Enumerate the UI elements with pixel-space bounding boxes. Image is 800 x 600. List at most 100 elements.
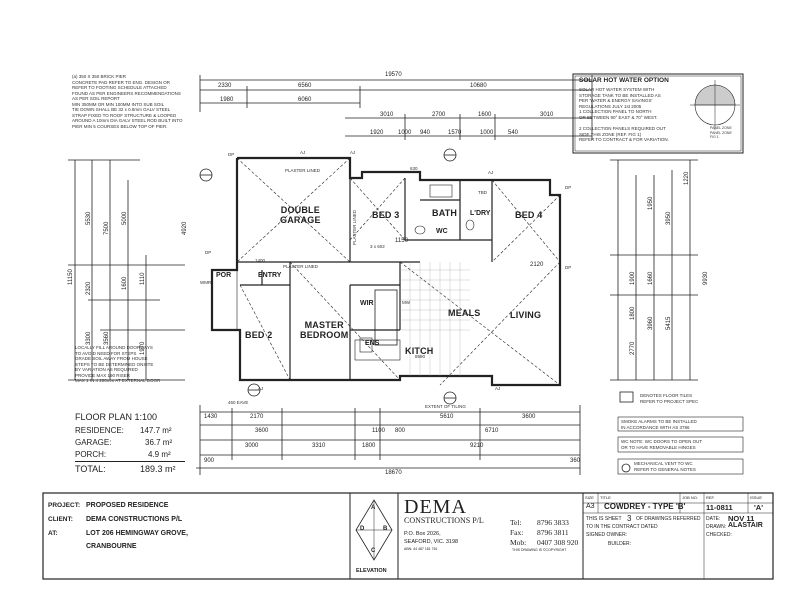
dim-bottom-overall: 18670 [385,470,402,476]
dim-right-4: 3960 [648,316,654,330]
wc-note: WC NOTE: WC DOORS TO OPEN OUT OR TO HAVE… [621,439,703,450]
dim-top-6: 3010 [380,112,394,118]
issue-value: 'A' [754,503,763,512]
dim-top-1: 2330 [218,83,232,89]
solar-body: SOLAR HOT WATER SYSTEM WITH STORAGE TANK… [579,87,661,120]
aj-label-5: AJ [258,386,264,391]
room-living: LIVING [510,310,542,320]
client-value: DEMA CONSTRUCTIONS P/L [86,516,183,523]
drawn-label: DRAWN: [706,524,727,530]
room-entry: ENTRY [258,272,282,279]
builder-label: BUILDER: [608,541,632,547]
wmr-label: WMR [200,280,212,285]
room-kitch: KITCH [405,346,434,356]
dim-bed: 3 x 602 [370,244,385,249]
room-bath: BATH [432,208,458,218]
tbd-label: TBD [478,190,487,195]
dim-bottom-7: 800 [395,428,406,434]
client-label: CLIENT: [48,516,73,523]
dim-top-11: 1000 [398,130,412,136]
dim-top-13: 1570 [448,130,462,136]
room-por: POR [216,272,232,279]
dim-right-9: 5415 [666,316,672,330]
sheet-text-2: OF DRAWINGS REFERRED [636,516,701,522]
mob-label: Mob: [510,538,527,547]
smoke-note: SMOKE ALARMS TO BE INSTALLED IN ACCORDAN… [621,419,697,430]
area-porch-value: 4.9 m² [148,450,171,459]
dim-bottom-2: 2170 [250,414,264,420]
sheet-text-3: TO IN THE CONTRACT DATED [586,524,658,530]
room-ens: ENS [365,340,380,347]
dim-left-overall: 11150 [68,269,74,285]
area-residence-label: RESIDENCE: [75,426,124,435]
dp-label-3: DP [565,265,572,270]
fill-note: LOCALLY FILL AROUND DOORWAYS TO AVOID NE… [75,345,161,383]
dim-bottom-8: 6710 [485,428,499,434]
dim-right-2: 3950 [666,211,672,225]
date-label: DATE: [706,516,721,522]
dim-right-8: 1800 [630,306,636,320]
ref-value: 11-0811 [706,503,733,512]
dim-bottom-12: 9210 [470,443,484,449]
dim-left-8: 3560 [104,331,110,345]
solar-body-2: 2 COLLECTION PANELS REQUIRED OUT SIDE TH… [579,126,669,142]
dim-left-4: 3300 [86,331,92,345]
mob-value: 0407 308 920 [537,538,579,547]
dim-top-2: 6560 [298,83,312,89]
sheet-number: 3 [627,514,632,523]
dim-left-5: 5000 [122,211,128,225]
ref-label: REF. [706,495,715,500]
plaster-lined-3: PLASTER LINED [283,264,319,269]
dim-top-15: 540 [508,130,519,136]
dim-top-12: 940 [420,130,431,136]
floor-plan-title: FLOOR PLAN 1:100 [75,412,158,422]
area-divider [75,461,185,462]
fax-label: Fax: [510,528,524,537]
dim-top-10: 1920 [370,130,384,136]
area-garage-label: GARAGE: [75,438,112,447]
aj-label-2: AJ [350,150,356,155]
at-line-2: CRANBOURNE [86,543,137,550]
tel-label: Tel: [510,518,522,527]
dim-bottom-4: 3600 [522,414,536,420]
vent-note: MECHANICAL VENT TO WC REFER TO GENERAL N… [634,461,696,472]
dim-top-8: 1600 [478,112,492,118]
dim-right-5: 2770 [630,341,636,355]
room-bed4: BED 4 [515,210,543,220]
solar-title: SOLAR HOT WATER OPTION [579,77,669,84]
dim-2120: 2120 [530,262,544,268]
dim-right-6: 1950 [648,196,654,210]
dim-right-7: 1660 [648,271,654,285]
room-bed2: BED 2 [245,330,273,340]
dim-630: 630 [410,166,418,171]
dim-top-5: 6060 [298,97,312,103]
eave-label: 450 EAVE [228,400,249,405]
project-value: PROPOSED RESIDENCE [86,502,169,509]
room-wir: WIR [360,300,374,307]
compass-icon [688,82,740,130]
dim-right-3: 1900 [630,271,636,285]
room-ldry: L'DRY [470,210,491,217]
dim-bottom-11: 1800 [362,443,376,449]
area-residence-value: 147.7 m² [140,426,172,435]
company-city: SEAFORD, VIC. 3198 [404,539,459,545]
pier-note: (a) 350 X 350 BRICK PIER CONCRETE PAD RE… [72,74,183,129]
tiles-note: DENOTES FLOOR TILES REFER TO PROJECT SPE… [640,393,699,404]
title-label: TITLE [600,495,611,500]
dim-right-1: 1220 [684,171,690,185]
elev-b: B [383,526,388,532]
room-wc: WC [436,228,448,235]
at-line-1: LOT 206 HEMINGWAY GROVE, [86,530,188,537]
plaster-lined-2: PLASTER LINED [352,209,357,245]
dim-bottom-6: 1100 [372,428,385,434]
solar-legend: PANEL ZONE PANEL ZONE FIG 1 [710,126,732,139]
dim-top-overall: 19570 [385,72,402,78]
dim-bottom-left: 900 [204,458,215,464]
aj-label-3: AJ [488,170,494,175]
dim-garage-width: 4920 [182,221,188,235]
room-double-garage: DOUBLE GARAGE [280,205,321,225]
dim-top-3: 10680 [470,83,487,89]
area-garage-value: 36.7 m² [145,438,173,447]
fax-value: 8796 3811 [537,528,569,537]
